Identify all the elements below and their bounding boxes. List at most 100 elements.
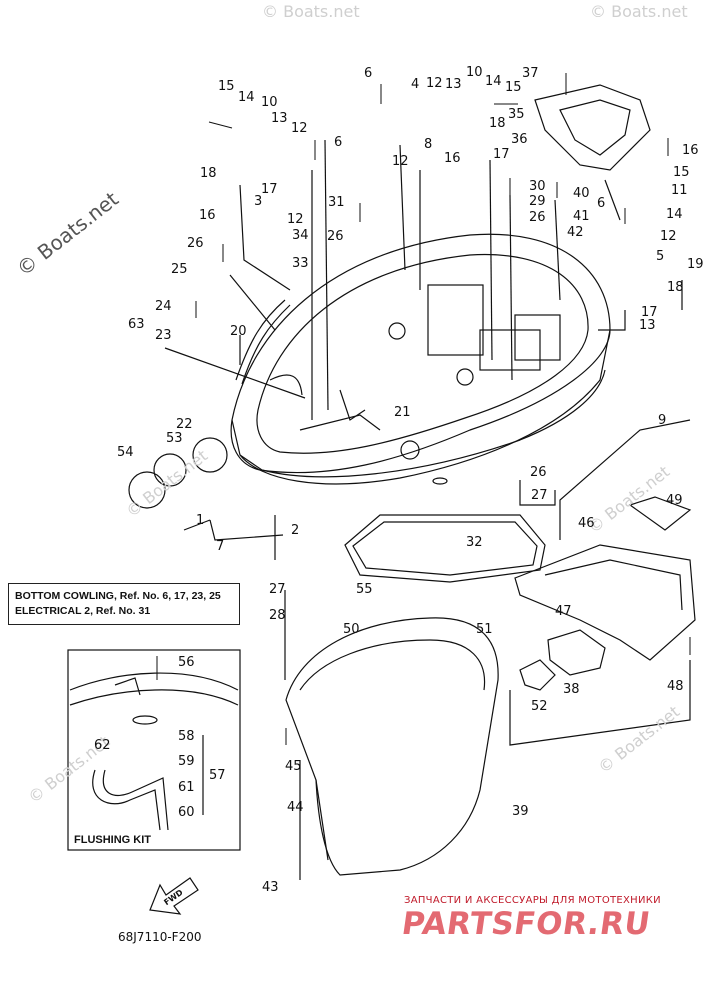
callout-number: 26 (529, 210, 546, 225)
callout-number: 25 (171, 262, 188, 277)
callout-number: 4 (411, 77, 420, 92)
callout-number: 6 (597, 196, 606, 211)
callout-number: 26 (187, 236, 204, 251)
callout-number: 59 (178, 754, 195, 769)
callout-number: 27 (531, 488, 548, 503)
reference-note-line: ELECTRICAL 2, Ref. No. 31 (15, 605, 151, 617)
reference-note: BOTTOM COWLING, Ref. No. 6, 17, 23, 25 E… (8, 583, 240, 625)
callout-number: 6 (334, 135, 343, 150)
callout-number: 17 (261, 182, 278, 197)
callout-number: 39 (512, 804, 529, 819)
callout-number: 46 (578, 516, 595, 531)
seal-54 (344, 514, 546, 583)
callout-number: 33 (292, 256, 309, 271)
reference-note-line: BOTTOM COWLING, Ref. No. 6, 17, 23, 25 (15, 590, 221, 602)
callout-number: 12 (392, 154, 409, 169)
callout-number: 52 (531, 699, 548, 714)
callout-number: 18 (200, 166, 217, 181)
callout-number: 13 (639, 318, 656, 333)
callout-number: 15 (673, 165, 690, 180)
partsfor-logo: PARTSFOR.RU (399, 906, 653, 942)
callout-number: 3 (254, 194, 263, 209)
callout-number: 48 (667, 679, 684, 694)
callout-number: 57 (209, 768, 226, 783)
callout-number: 32 (466, 535, 483, 550)
callout-number: 41 (573, 209, 590, 224)
callout-number: 10 (261, 95, 278, 110)
callout-number: 45 (285, 759, 302, 774)
callout-number: 50 (343, 622, 360, 637)
callout-number: 43 (262, 880, 279, 895)
callout-number: 5 (656, 249, 665, 264)
callout-number: 9 (658, 413, 667, 428)
callout-number: 44 (287, 800, 304, 815)
callout-number: 8 (424, 137, 433, 152)
flushing-kit-title: FLUSHING KIT (74, 834, 151, 846)
callout-number: 28 (269, 608, 286, 623)
callout-number: 10 (466, 65, 483, 80)
callout-number: 17 (493, 147, 510, 162)
callout-number: 26 (327, 229, 344, 244)
callout-number: 22 (176, 417, 193, 432)
callout-number: 23 (155, 328, 172, 343)
callout-number: 16 (199, 208, 216, 223)
callout-number: 38 (563, 682, 580, 697)
callout-number: 60 (178, 805, 195, 820)
callout-number: 18 (489, 116, 506, 131)
callout-number: 30 (529, 179, 546, 194)
callout-number: 63 (128, 317, 145, 332)
callout-number: 35 (508, 107, 525, 122)
callout-number: 14 (485, 74, 502, 89)
callout-number: 21 (394, 405, 411, 420)
callout-number: 55 (356, 582, 373, 597)
callout-number: 56 (178, 655, 195, 670)
callout-number: 58 (178, 729, 195, 744)
promo-tagline: ЗАПЧАСТИ И АКСЕССУАРЫ ДЛЯ МОТОТЕХНИКИ (404, 895, 661, 906)
bracket-45 (514, 544, 696, 661)
callout-number: 40 (573, 186, 590, 201)
cover-35 (534, 84, 651, 171)
callout-number: 2 (291, 523, 300, 538)
apron-38 (285, 617, 499, 876)
callout-number: 26 (530, 465, 547, 480)
callout-number: 12 (660, 229, 677, 244)
callout-number: 17 (641, 305, 658, 320)
flushing-kit-box (67, 649, 241, 851)
callout-number: 12 (426, 76, 443, 91)
callout-number: 15 (505, 80, 522, 95)
diagram-code: 68J7110-F200 (118, 930, 202, 944)
callout-number: 47 (555, 604, 572, 619)
callout-number: 54 (117, 445, 134, 460)
callout-number: 37 (522, 66, 539, 81)
callout-number: 24 (155, 299, 172, 314)
callout-number: 42 (567, 225, 584, 240)
fwd-arrow (149, 877, 199, 915)
bottom-cowling-inner-rim (256, 253, 589, 454)
callout-number: 6 (364, 66, 373, 81)
callout-number: 16 (444, 151, 461, 166)
callout-number: 13 (271, 111, 288, 126)
callout-number: 12 (287, 212, 304, 227)
callout-number: 51 (476, 622, 493, 637)
callout-number: 61 (178, 780, 195, 795)
callout-number: 31 (328, 195, 345, 210)
callout-number: 29 (529, 194, 546, 209)
seal-19 (235, 299, 291, 385)
callout-number: 27 (269, 582, 286, 597)
callout-number: 18 (667, 280, 684, 295)
callout-number: 7 (216, 539, 225, 554)
callout-number: 36 (511, 132, 528, 147)
callout-number: 14 (666, 207, 683, 222)
callout-number: 34 (292, 228, 309, 243)
callout-number: 15 (218, 79, 235, 94)
callout-number: 16 (682, 143, 699, 158)
callout-number: 14 (238, 90, 255, 105)
callout-number: 12 (291, 121, 308, 136)
callout-number: 53 (166, 431, 183, 446)
callout-number: 1 (196, 513, 205, 528)
callout-number: 11 (671, 183, 688, 198)
callout-number: 20 (230, 324, 247, 339)
callout-number: 62 (94, 738, 111, 753)
